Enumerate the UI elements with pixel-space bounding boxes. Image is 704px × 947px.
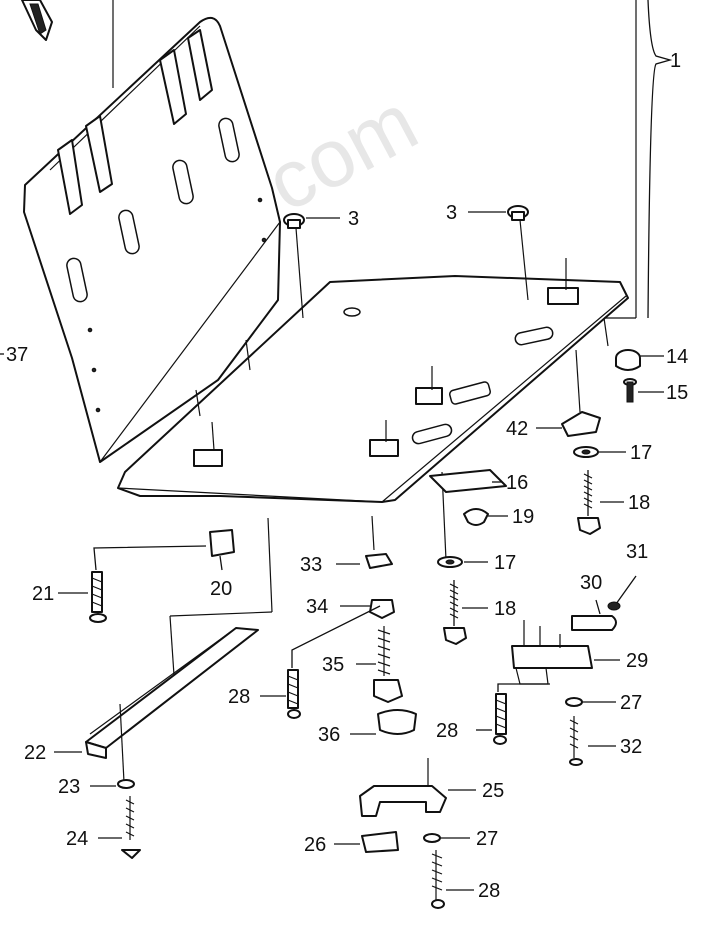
part-28-screw-left	[287, 605, 381, 719]
callout-42: 42	[506, 418, 528, 440]
bracket-1	[647, 0, 673, 319]
part-24-screw	[121, 796, 141, 859]
part-34-nut	[369, 599, 395, 619]
callout-32: 32	[620, 736, 642, 758]
part-17-washer-center	[437, 556, 463, 568]
callout-18-center: 18	[494, 598, 516, 620]
part-35-bolt	[373, 626, 403, 703]
callout-27-bottom: 27	[476, 828, 498, 850]
callout-18-right: 18	[628, 492, 650, 514]
callout-leaders	[0, 211, 664, 891]
callout-28-bottom: 28	[478, 880, 500, 902]
callout-22: 22	[24, 742, 46, 764]
part-42-plate	[561, 411, 601, 437]
callout-14: 14	[666, 346, 688, 368]
part-19-plug	[463, 508, 489, 526]
callout-17-right: 17	[630, 442, 652, 464]
part-22-rail	[85, 627, 259, 783]
part-28-screw-mid	[493, 683, 550, 745]
callout-17-center: 17	[494, 552, 516, 574]
callout-28-mid: 28	[436, 720, 458, 742]
callout-37: 37	[6, 344, 28, 366]
part-16-bracket	[429, 469, 507, 493]
callout-33: 33	[300, 554, 322, 576]
callout-1: 1	[670, 50, 681, 72]
backrest-panel	[23, 16, 281, 463]
callout-26: 26	[304, 834, 326, 856]
part-27-washer-bottom	[423, 833, 441, 843]
callout-3-right: 3	[446, 202, 457, 224]
callout-19: 19	[512, 506, 534, 528]
leader-lines	[169, 0, 637, 691]
part-17-washer-right	[573, 446, 599, 458]
part-23-washer	[117, 779, 135, 789]
seat-base-plate	[117, 275, 629, 503]
part-21-screw	[89, 545, 207, 623]
callout-29: 29	[626, 650, 648, 672]
callout-28-left: 28	[228, 686, 250, 708]
callout-30: 30	[580, 572, 602, 594]
part-27-washer-right	[565, 697, 583, 707]
callout-35: 35	[322, 654, 344, 676]
part-15-screw	[623, 378, 637, 403]
part-3-knob-right	[507, 205, 529, 221]
part-31-pin	[607, 575, 637, 611]
callout-20: 20	[210, 578, 232, 600]
clip-fragment	[21, 0, 114, 88]
part-30-clip	[571, 615, 617, 631]
callout-25: 25	[482, 780, 504, 802]
part-36-foot	[377, 709, 417, 735]
callout-21: 21	[32, 583, 54, 605]
part-32-screw	[569, 716, 583, 766]
callout-23: 23	[58, 776, 80, 798]
part-28-screw-bottom	[431, 850, 445, 909]
callout-16: 16	[506, 472, 528, 494]
part-33-bracket	[365, 553, 393, 569]
part-18-bolt-right	[577, 470, 601, 535]
callout-34: 34	[306, 596, 328, 618]
callout-36: 36	[318, 724, 340, 746]
callout-31: 31	[626, 541, 648, 563]
part-26-pad	[361, 831, 399, 853]
callout-27-right: 27	[620, 692, 642, 714]
part-14-cap	[615, 349, 641, 371]
callout-24: 24	[66, 828, 88, 850]
part-20-clip	[209, 529, 235, 557]
part-3-knob-left	[283, 213, 305, 229]
callout-3-left: 3	[348, 208, 359, 230]
callout-15: 15	[666, 382, 688, 404]
part-18-bolt-center	[443, 580, 467, 645]
part-25-bracket	[359, 758, 447, 817]
